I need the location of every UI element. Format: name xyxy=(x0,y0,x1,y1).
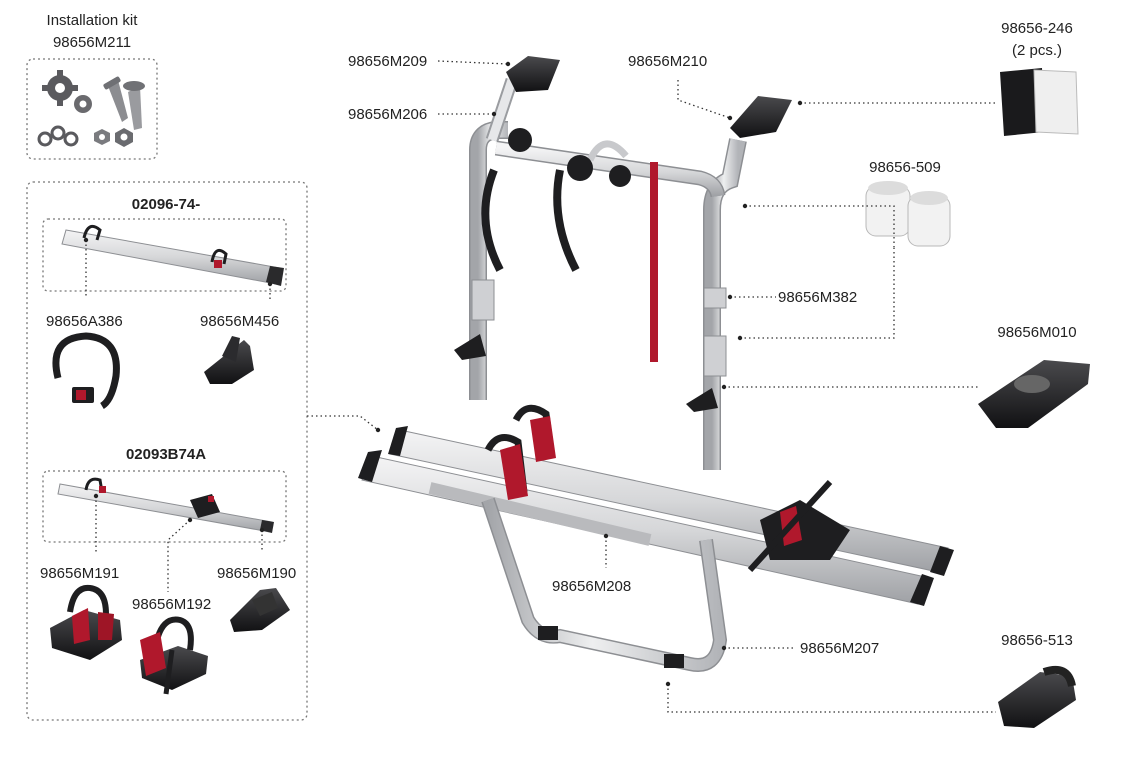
kit-02096-code: 02096-74- xyxy=(131,196,201,213)
part-98656M010-label: 98656M010 xyxy=(997,324,1077,341)
frame-holders-drawing xyxy=(454,128,718,412)
leader-lines xyxy=(85,60,996,713)
part-98656M209-label: 98656M209 xyxy=(348,53,428,70)
part-98656-246-label: 98656-246 xyxy=(1001,20,1073,37)
nut-icon xyxy=(94,128,133,147)
kit-02093-code: 02093B74A xyxy=(125,446,207,463)
foot-98656M010-drawing xyxy=(978,360,1090,428)
cradle-98656M190-drawing xyxy=(230,588,290,632)
kit-02096-rail-box xyxy=(42,218,287,292)
wall-bracket-98656M210-drawing xyxy=(730,96,792,138)
installation-kit-box xyxy=(26,58,158,160)
accessory-group-box xyxy=(26,181,308,721)
kit-02093-rail-box xyxy=(42,470,287,543)
rail-02096-drawing xyxy=(61,224,284,286)
bracket-98656-513-drawing xyxy=(998,665,1076,728)
leader-dots xyxy=(83,61,803,687)
part-98656M192-label: 98656M192 xyxy=(132,596,212,613)
lower-bracket-98656M207-drawing xyxy=(481,497,728,672)
part-98656M190-label: 98656M190 xyxy=(217,565,297,582)
part-98656-513-label: 98656-513 xyxy=(1001,632,1073,649)
holder-98656M191-drawing xyxy=(50,584,122,660)
carrier-frame-drawing xyxy=(469,77,747,470)
part-98656-246-qty: (2 pcs.) xyxy=(1011,42,1062,59)
chain-icon xyxy=(37,125,79,147)
pads-98656-246-drawing xyxy=(1000,68,1079,136)
screw-icon xyxy=(103,76,145,130)
part-98656M207-label: 98656M207 xyxy=(800,640,880,657)
part-98656M382-label: 98656M382 xyxy=(778,289,858,306)
cradle-98656M456-drawing xyxy=(204,336,254,384)
strap-98656A386-drawing xyxy=(52,332,120,409)
part-98656-509-label: 98656-509 xyxy=(869,159,941,176)
part-98656M210-label: 98656M210 xyxy=(628,53,708,70)
part-98656M456-label: 98656M456 xyxy=(200,313,280,330)
wall-bracket-98656M209-drawing xyxy=(506,56,560,92)
part-98656M191-label: 98656M191 xyxy=(40,565,120,582)
part-98656M206-label: 98656M206 xyxy=(348,106,428,123)
rail-02093-drawing xyxy=(57,477,274,533)
installation-kit-code: 98656M211 xyxy=(52,34,132,51)
wheel-holders-drawing xyxy=(484,404,850,573)
holder-98656M192-drawing xyxy=(140,616,208,695)
part-98656M208-label: 98656M208 xyxy=(552,578,632,595)
tube-holder-98656-509-drawing xyxy=(865,181,951,247)
part-98656A386-label: 98656A386 xyxy=(46,313,123,330)
gear-icon xyxy=(42,70,92,113)
installation-kit-title: Installation kit xyxy=(46,12,138,29)
wheel-rails-drawing xyxy=(358,426,954,606)
